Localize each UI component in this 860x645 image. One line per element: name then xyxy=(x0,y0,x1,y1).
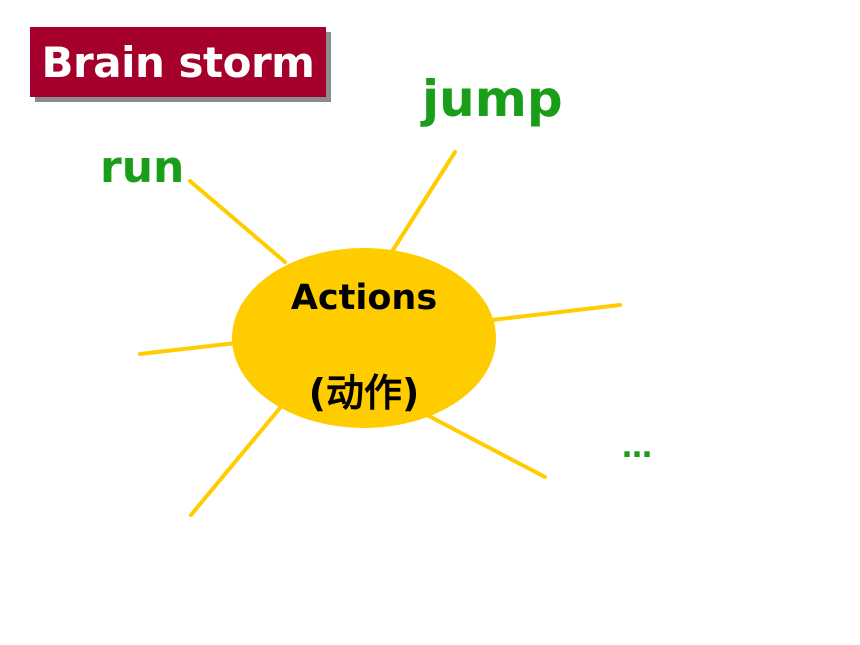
center-node xyxy=(232,248,496,428)
spoke-run xyxy=(188,179,287,264)
title-banner: Brain storm xyxy=(30,27,326,97)
slide-title: Brain storm xyxy=(41,37,315,87)
spoke-lower-right xyxy=(423,412,547,479)
spoke-right xyxy=(490,303,622,322)
branch-word-jump: jump xyxy=(422,70,563,128)
branch-word-run: run xyxy=(100,142,185,193)
center-sublabel: (动作) xyxy=(308,371,420,415)
branch-word-ellipsis: … xyxy=(622,430,652,465)
spoke-left xyxy=(138,341,238,356)
spoke-jump xyxy=(391,150,457,252)
center-label: Actions xyxy=(290,278,438,318)
spoke-lower-left xyxy=(189,406,282,517)
